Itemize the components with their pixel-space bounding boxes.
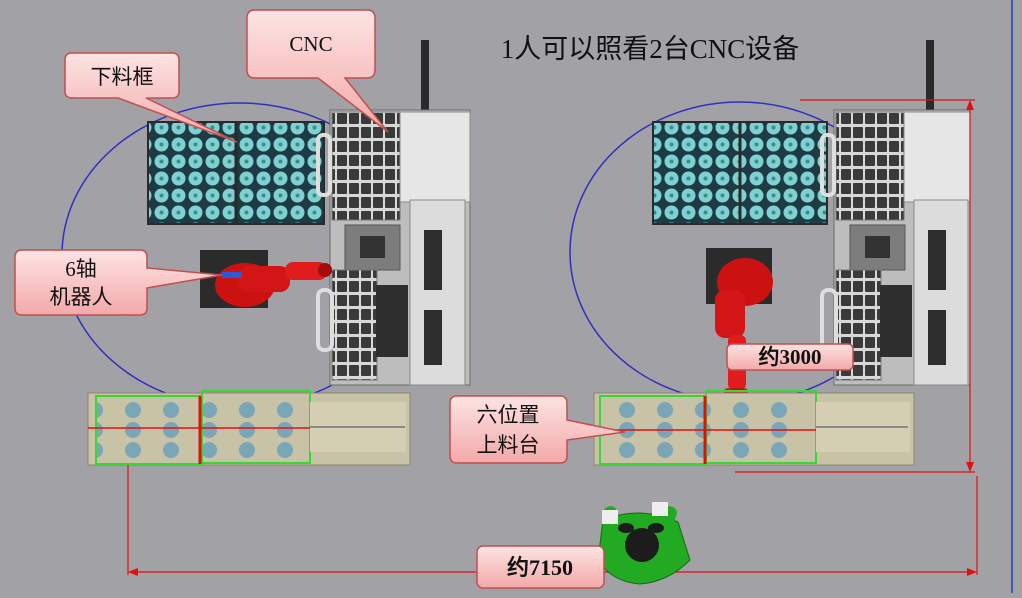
cnc-panel-top [835, 111, 905, 221]
dimension-label-box [726, 343, 854, 371]
signal-antenna [421, 40, 429, 114]
cnc-handle [316, 288, 334, 352]
dimension-label-text: 约7150 [507, 555, 573, 580]
cnc-handle [316, 133, 332, 197]
signal-antenna [926, 40, 934, 114]
cnc-window [928, 310, 946, 365]
diagram-title: 1人可以照看2台CNC设备 [501, 34, 800, 64]
cell-right [569, 40, 971, 466]
operator-figure [597, 502, 691, 585]
dimension-label-box [476, 545, 605, 589]
cnc-cabinet [399, 111, 471, 203]
callout-cnc: CNC [246, 9, 389, 133]
callout-text: 上料台 [477, 433, 540, 457]
callout-shape [246, 9, 389, 133]
robot-axis-marker [222, 272, 242, 278]
callout-text: CNC [289, 32, 332, 56]
operator-shoulder [648, 523, 664, 533]
dim-arrow [966, 462, 974, 472]
callout-text: 六位置 [477, 403, 540, 427]
cnc-control-screen [376, 285, 408, 357]
callout-text: 下料框 [91, 65, 154, 89]
robot-upper-arm [238, 266, 290, 292]
dimension-label-text: 约3000 [759, 345, 822, 369]
cnc-window [424, 230, 442, 290]
cnc-cabinet [903, 111, 971, 203]
dim-arrow [128, 568, 138, 576]
cnc-panel-bottom [331, 269, 378, 381]
robot-forearm [285, 262, 327, 280]
cnc-chuck [865, 236, 890, 258]
dimension-height [735, 99, 975, 473]
callout-text: 机器人 [50, 285, 113, 309]
cnc-machine [820, 40, 971, 386]
robot-upper-arm [715, 290, 745, 338]
cell-left [61, 40, 471, 466]
robot-6axis [200, 250, 332, 308]
cnc-control-screen [880, 285, 912, 357]
operator-hand [602, 510, 618, 524]
operator-head [625, 528, 659, 562]
cnc-panel-top [331, 111, 401, 221]
cnc-window [928, 230, 946, 290]
robot-wrist [318, 263, 332, 277]
dim-arrow [966, 100, 974, 110]
dimension-label-height: 约3000 [726, 343, 854, 371]
cnc-machine [316, 40, 471, 386]
callout-text: 6轴 [65, 257, 97, 281]
callout-shape [449, 395, 626, 464]
callout-shape [14, 249, 223, 316]
cnc-chuck [360, 236, 385, 258]
callout-robot: 6轴 机器人 [14, 249, 223, 316]
loading-table [593, 390, 915, 466]
callout-bin: 下料框 [64, 52, 238, 143]
loading-table [87, 390, 411, 466]
cnc-window [424, 310, 442, 365]
dim-arrow [967, 568, 977, 576]
callout-shape [64, 52, 238, 143]
operator-shoulder [618, 523, 634, 533]
callout-table: 六位置 上料台 [449, 395, 626, 464]
dimension-label-width: 约7150 [476, 545, 605, 589]
operator-hand [652, 502, 668, 516]
cnc-handle [820, 133, 836, 197]
